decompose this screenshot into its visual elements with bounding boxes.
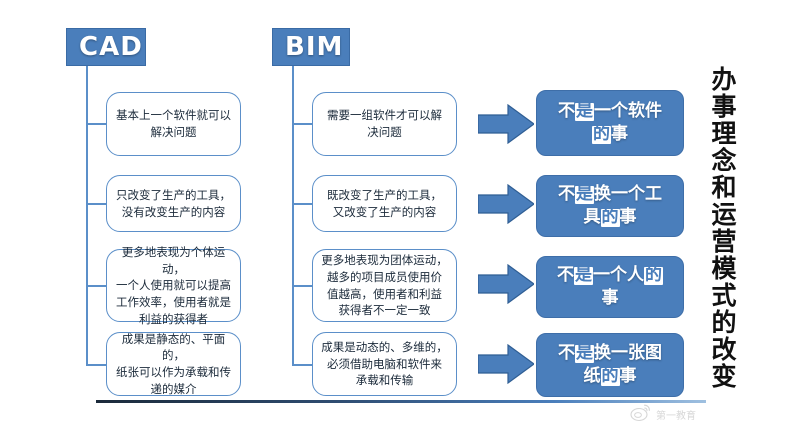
- conclusion-2-tofu-de: 的: [600, 207, 620, 227]
- bim-box-3-line-3: 值越高，使用者和利益: [327, 286, 442, 301]
- header-chip-bim: BIM: [272, 28, 350, 66]
- leads-to-arrow-3: [477, 262, 536, 306]
- leads-to-arrow-1: [477, 102, 536, 146]
- bim-box-3: 更多地表现为团体运动， 越多的项目成员使用价 值越高，使用者和利益 获得者不一定…: [312, 249, 457, 322]
- leads-to-arrow-2: [477, 182, 536, 226]
- cad-box-3-line-3: 工作效率，使用者就是: [116, 294, 231, 309]
- conclusion-box-3-line-2: 事: [601, 288, 619, 308]
- conclusion-1-prefix: 不: [558, 101, 575, 122]
- conclusion-1-mid: 一个软件: [594, 101, 662, 122]
- cad-box-4-line-2: 纸张可以作为承载和传: [116, 365, 231, 379]
- cad-stub-1: [86, 123, 108, 125]
- conclusion-1-suffix: 事: [611, 124, 628, 144]
- bim-spine: [292, 66, 294, 366]
- conclusion-box-2-line-2: 具的事: [558, 206, 662, 229]
- conclusion-2-tofu-shi: 是: [575, 184, 594, 205]
- conclusion-4-mid: 换一张图: [594, 343, 662, 364]
- conclusion-3-tofu-de: 的: [644, 265, 663, 286]
- bim-box-4-line-2: 必须借助电脑和软件来: [327, 356, 442, 371]
- conclusion-4-prefix: 不: [558, 343, 575, 364]
- cad-stub-2: [86, 203, 108, 205]
- conclusion-4-suffix: 事: [619, 366, 637, 386]
- cad-box-2: 只改变了生产的工具， 没有改变生产的内容: [106, 175, 241, 232]
- bim-stub-1: [292, 123, 314, 125]
- bim-box-4: 成果是动态的、多维的， 必须借助电脑和软件来 承载和传输: [312, 332, 457, 396]
- conclusion-box-3: 不是一个人的 事: [536, 256, 684, 318]
- conclusion-box-4: 不是换一张图 纸的事: [536, 333, 684, 397]
- header-chip-cad: CAD: [66, 28, 146, 66]
- conclusion-box-1-line-2: 的事: [558, 123, 662, 146]
- conclusion-4-tail-a: 纸: [583, 366, 601, 386]
- cad-box-2-line-2: 没有改变生产的内容: [121, 204, 226, 219]
- bim-box-3-line-4: 获得者不一定一致: [338, 303, 431, 318]
- bim-box-3-line-2: 越多的项目成员使用价: [327, 269, 442, 284]
- bim-box-1-line-2: 决问题: [367, 125, 402, 139]
- cad-box-4: 成果是静态的、平面的， 纸张可以作为承载和传 递的媒介: [106, 332, 241, 396]
- weibo-icon: [630, 402, 652, 426]
- cad-box-3: 更多地表现为个体运动， 一个人使用就可以提高 工作效率，使用者就是 利益的获得者: [106, 245, 241, 326]
- bim-box-2: 既改变了生产的工具， 又改变了生产的内容: [312, 175, 457, 232]
- cad-box-4-line-3: 递的媒介: [150, 381, 197, 396]
- leads-to-arrow-4: [477, 342, 536, 386]
- cad-box-1-line-1: 基本上一个软件就可以: [116, 108, 231, 123]
- conclusion-2-prefix: 不: [558, 184, 575, 205]
- bim-stub-3: [292, 285, 314, 287]
- cad-box-3-line-1: 更多地表现为个体运动，: [121, 244, 226, 276]
- bim-box-2-line-2: 又改变了生产的内容: [332, 204, 437, 219]
- conclusion-box-1: 不是一个软件 的事: [536, 90, 684, 156]
- conclusion-1-tofu-shi: 是: [575, 101, 594, 122]
- cad-box-3-line-4: 利益的获得者: [139, 311, 208, 326]
- bim-box-4-line-1: 成果是动态的、多维的，: [321, 339, 448, 354]
- cad-stub-4: [86, 364, 108, 366]
- bottom-divider: [96, 400, 706, 403]
- bim-box-1: 需要一组软件才可以解 决问题: [312, 92, 457, 156]
- conclusion-box-2: 不是换一个工 具的事: [536, 175, 684, 237]
- conclusion-box-4-line-2: 纸的事: [558, 365, 662, 388]
- bim-box-3-line-1: 更多地表现为团体运动，: [321, 253, 448, 268]
- watermark: 第一教育: [630, 402, 696, 426]
- cad-box-1: 基本上一个软件就可以 解决问题: [106, 92, 241, 156]
- conclusion-3-tofu-shi: 是: [574, 265, 593, 286]
- conclusion-2-suffix: 事: [619, 207, 637, 227]
- vertical-summary-title: 办事理念和运营模式的改变: [708, 66, 737, 390]
- bim-box-4-line-3: 承载和传输: [355, 373, 414, 388]
- cad-box-2-line-1: 只改变了生产的工具，: [116, 187, 231, 202]
- conclusion-box-2-line-1: 不是换一个工: [558, 183, 662, 206]
- bim-box-1-line-1: 需要一组软件才可以解: [327, 108, 442, 123]
- cad-spine: [86, 66, 88, 366]
- cad-box-1-line-2: 解决问题: [150, 125, 197, 139]
- watermark-text: 第一教育: [656, 410, 696, 422]
- conclusion-box-3-line-1: 不是一个人的: [557, 264, 663, 287]
- conclusion-4-tofu-de: 的: [600, 366, 620, 386]
- conclusion-3-mid: 一个人: [593, 265, 644, 286]
- conclusion-3-prefix: 不: [557, 265, 574, 286]
- bim-stub-2: [292, 203, 314, 205]
- conclusion-box-4-line-1: 不是换一张图: [558, 342, 662, 365]
- conclusion-2-tail-a: 具: [583, 207, 601, 227]
- conclusion-4-tofu-shi: 是: [575, 343, 594, 364]
- cad-box-4-line-1: 成果是静态的、平面的，: [121, 331, 226, 363]
- cad-stub-3: [86, 285, 108, 287]
- conclusion-box-1-line-1: 不是一个软件: [558, 100, 662, 123]
- conclusion-1-tofu-de: 的: [592, 124, 611, 144]
- conclusion-2-mid: 换一个工: [594, 184, 662, 205]
- cad-box-3-line-2: 一个人使用就可以提高: [116, 278, 231, 293]
- bim-box-2-line-1: 既改变了生产的工具，: [327, 187, 442, 202]
- bim-stub-4: [292, 364, 314, 366]
